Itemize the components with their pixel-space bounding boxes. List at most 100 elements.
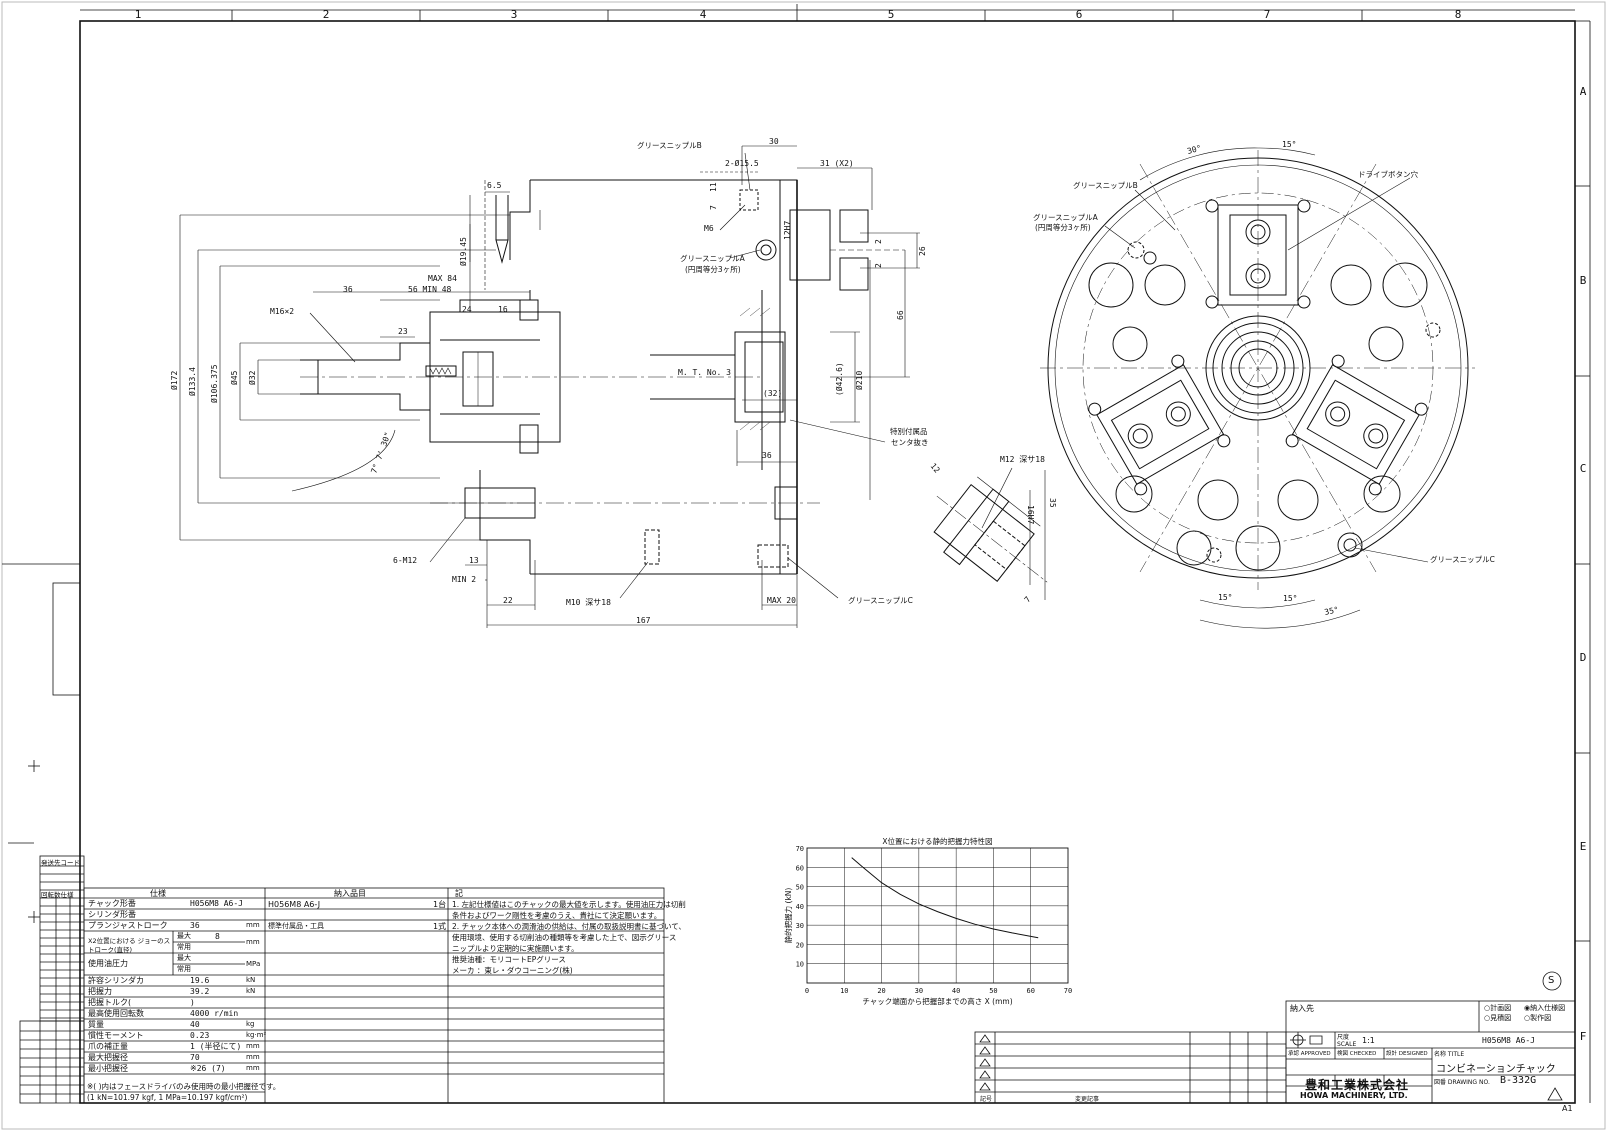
chart-plot-area <box>806 847 1069 984</box>
chart-x-tick-label: 40 <box>952 987 960 995</box>
label-grease-a-front: グリースニップルA <box>1033 212 1099 222</box>
dim-2b: 2 <box>874 263 883 268</box>
row-label: D <box>1580 651 1587 664</box>
dim-16: 16 <box>498 305 508 314</box>
dim-m16: M16×2 <box>270 307 294 316</box>
title-checked: 検図 CHECKED <box>1337 1051 1377 1057</box>
spec-row-value: 4000 r/min <box>190 1009 239 1018</box>
column-label: 1 <box>135 8 142 21</box>
dim-106: Ø106.375 <box>209 364 219 403</box>
angle-15-right: 15° <box>1283 594 1297 603</box>
spec-row-sublabel: 最大 <box>177 954 191 962</box>
dim-133: Ø133.4 <box>187 367 197 396</box>
title-title-label: 名称 TITLE <box>1434 1051 1465 1058</box>
chart-x-tick-label: 0 <box>805 987 809 995</box>
chart-x-tick-label: 10 <box>840 987 848 995</box>
spec-row-label: 許容シリンダカ <box>88 976 144 985</box>
rev-content: 変更記事 <box>1075 1096 1100 1103</box>
dim-detail-16: 16H7 <box>1026 505 1035 524</box>
dim-min2: MIN 2 <box>452 575 476 584</box>
title-company-jp: 豊和工業株式会社 <box>1305 1078 1410 1092</box>
spec-row-sublabel: 常用 <box>177 943 191 951</box>
spec-note-line: 推奨油種：モリコートEPグリース <box>452 955 566 964</box>
chart-y-tick-label: 50 <box>796 884 804 892</box>
dim-7: 7 <box>709 205 718 210</box>
row-label: A <box>1580 85 1587 98</box>
chart-x-tick-label: 20 <box>877 987 885 995</box>
column-label: 4 <box>700 8 707 21</box>
rev-label: 記号 <box>980 1096 993 1103</box>
chart-x-tick-label: 50 <box>989 987 997 995</box>
dim-26: 26 <box>918 246 927 256</box>
spec-header-spec: 仕様 <box>150 889 166 898</box>
spec-row-value: ) <box>190 998 195 1007</box>
chart-x-tick-label: 30 <box>915 987 923 995</box>
chart-y-tick-label: 60 <box>796 864 804 872</box>
detail-section-view <box>933 476 1048 583</box>
title-delivery-to: 納入先 <box>1290 1004 1314 1013</box>
dim-32: Ø32 <box>247 370 257 385</box>
spec-row-label: X2位置における ジョーのストローク(直径) <box>88 936 171 954</box>
small-table-title-1: 発送先コード <box>41 859 80 867</box>
label-special-sub: センタ抜き <box>891 437 929 447</box>
row-label: C <box>1580 462 1587 475</box>
chart-x-axis-label: チャック端面から把握部までの高さ X (mm) <box>862 996 1012 1006</box>
title-approved: 承認 APPROVED <box>1288 1051 1331 1057</box>
chart-y-tick-label: 20 <box>796 941 804 949</box>
angle-15-top: 15° <box>1282 140 1296 149</box>
front-view <box>1040 147 1475 629</box>
spec-row-label: シリンダ形番 <box>88 910 136 919</box>
spec-row-label: 最小把握径 <box>88 1064 128 1073</box>
delivery-qty-1: 1台 <box>433 900 447 909</box>
delivery-qty-2: 1式 <box>433 922 447 931</box>
chart-y-tick-label: 10 <box>796 961 804 969</box>
dim-max20: MAX 20 <box>767 596 796 605</box>
dim-19-45: Ø19.45 <box>458 237 468 266</box>
spec-row-label: 慣性モーメント <box>88 1031 144 1040</box>
dim-167: 167 <box>636 616 651 625</box>
title-check-2: ◉納入仕様図 <box>1524 1004 1566 1012</box>
dim-23: 23 <box>398 327 408 336</box>
title-block-grid <box>974 971 1576 1104</box>
dim-12h7: 12H7 <box>783 221 792 240</box>
title-title: コンビネーションチャック <box>1436 1064 1556 1075</box>
spec-note-line: 使用環境、使用する切削油の種類等を考慮した上で、図示グリース <box>452 933 677 942</box>
title-designed: 設計 DESIGNED <box>1386 1051 1428 1057</box>
row-label: B <box>1580 274 1587 287</box>
title-scale-label: 尺度 SCALE <box>1337 1034 1357 1048</box>
dim-m10: M10 深サ18 <box>566 598 611 607</box>
label-grease-b-side: グリースニップルB <box>637 140 702 150</box>
spec-row-unit: mm <box>246 1064 260 1072</box>
spec-row-value: 40 <box>190 1020 200 1029</box>
dim-22: 22 <box>503 596 513 605</box>
spec-row-label: プランジャストローク <box>88 921 168 930</box>
chart-y-axis-label: 静的把握力 (kN) <box>783 888 793 944</box>
label-special: 特別付属品 <box>890 426 928 436</box>
spec-row-value: 8 <box>215 932 220 941</box>
spec-footnote-1: ※( )内はフェースドライバのみ使用時の最小把握径です。 <box>87 1082 281 1091</box>
dim-13: 13 <box>469 556 479 565</box>
spec-row-value: 36 <box>190 921 200 930</box>
chart-y-tick-label: 40 <box>796 903 804 911</box>
dim-6-m12: 6-M12 <box>393 556 417 565</box>
column-label: 5 <box>888 8 895 21</box>
label-grease-c-front: グリースニップルC <box>1430 554 1495 564</box>
label-grease-a-side-sub: (円周等分3ヶ所) <box>685 264 741 274</box>
spec-row-label: 把握力 <box>88 987 112 996</box>
dim-detail-m12: M12 深サ18 <box>1000 455 1045 464</box>
spec-row-unit: kg·m² <box>246 1031 267 1039</box>
chart-title: X位置における静的把握力特性図 <box>882 836 992 846</box>
delivery-item-1: H056M8 A6-J <box>268 900 321 909</box>
spec-row-value: 0.23 <box>190 1031 210 1040</box>
spec-row-value: H056M8 A6-J <box>190 899 243 908</box>
spec-row-value: 39.2 <box>190 987 210 996</box>
spec-row-value: ※26 (7) <box>190 1064 226 1073</box>
label-drive: ドライブボタン穴 <box>1358 169 1418 179</box>
dim-stroke56: 56 MIN 48 <box>408 285 452 294</box>
spec-note-line: 1. 左記仕様値はこのチャックの最大値を示します。使用油圧力は切削 <box>452 900 686 909</box>
dim-36-top: 36 <box>343 285 353 294</box>
title-check-1: ○計画図 <box>1484 1004 1512 1012</box>
spec-row-label: 把握トルク( <box>88 998 132 1007</box>
